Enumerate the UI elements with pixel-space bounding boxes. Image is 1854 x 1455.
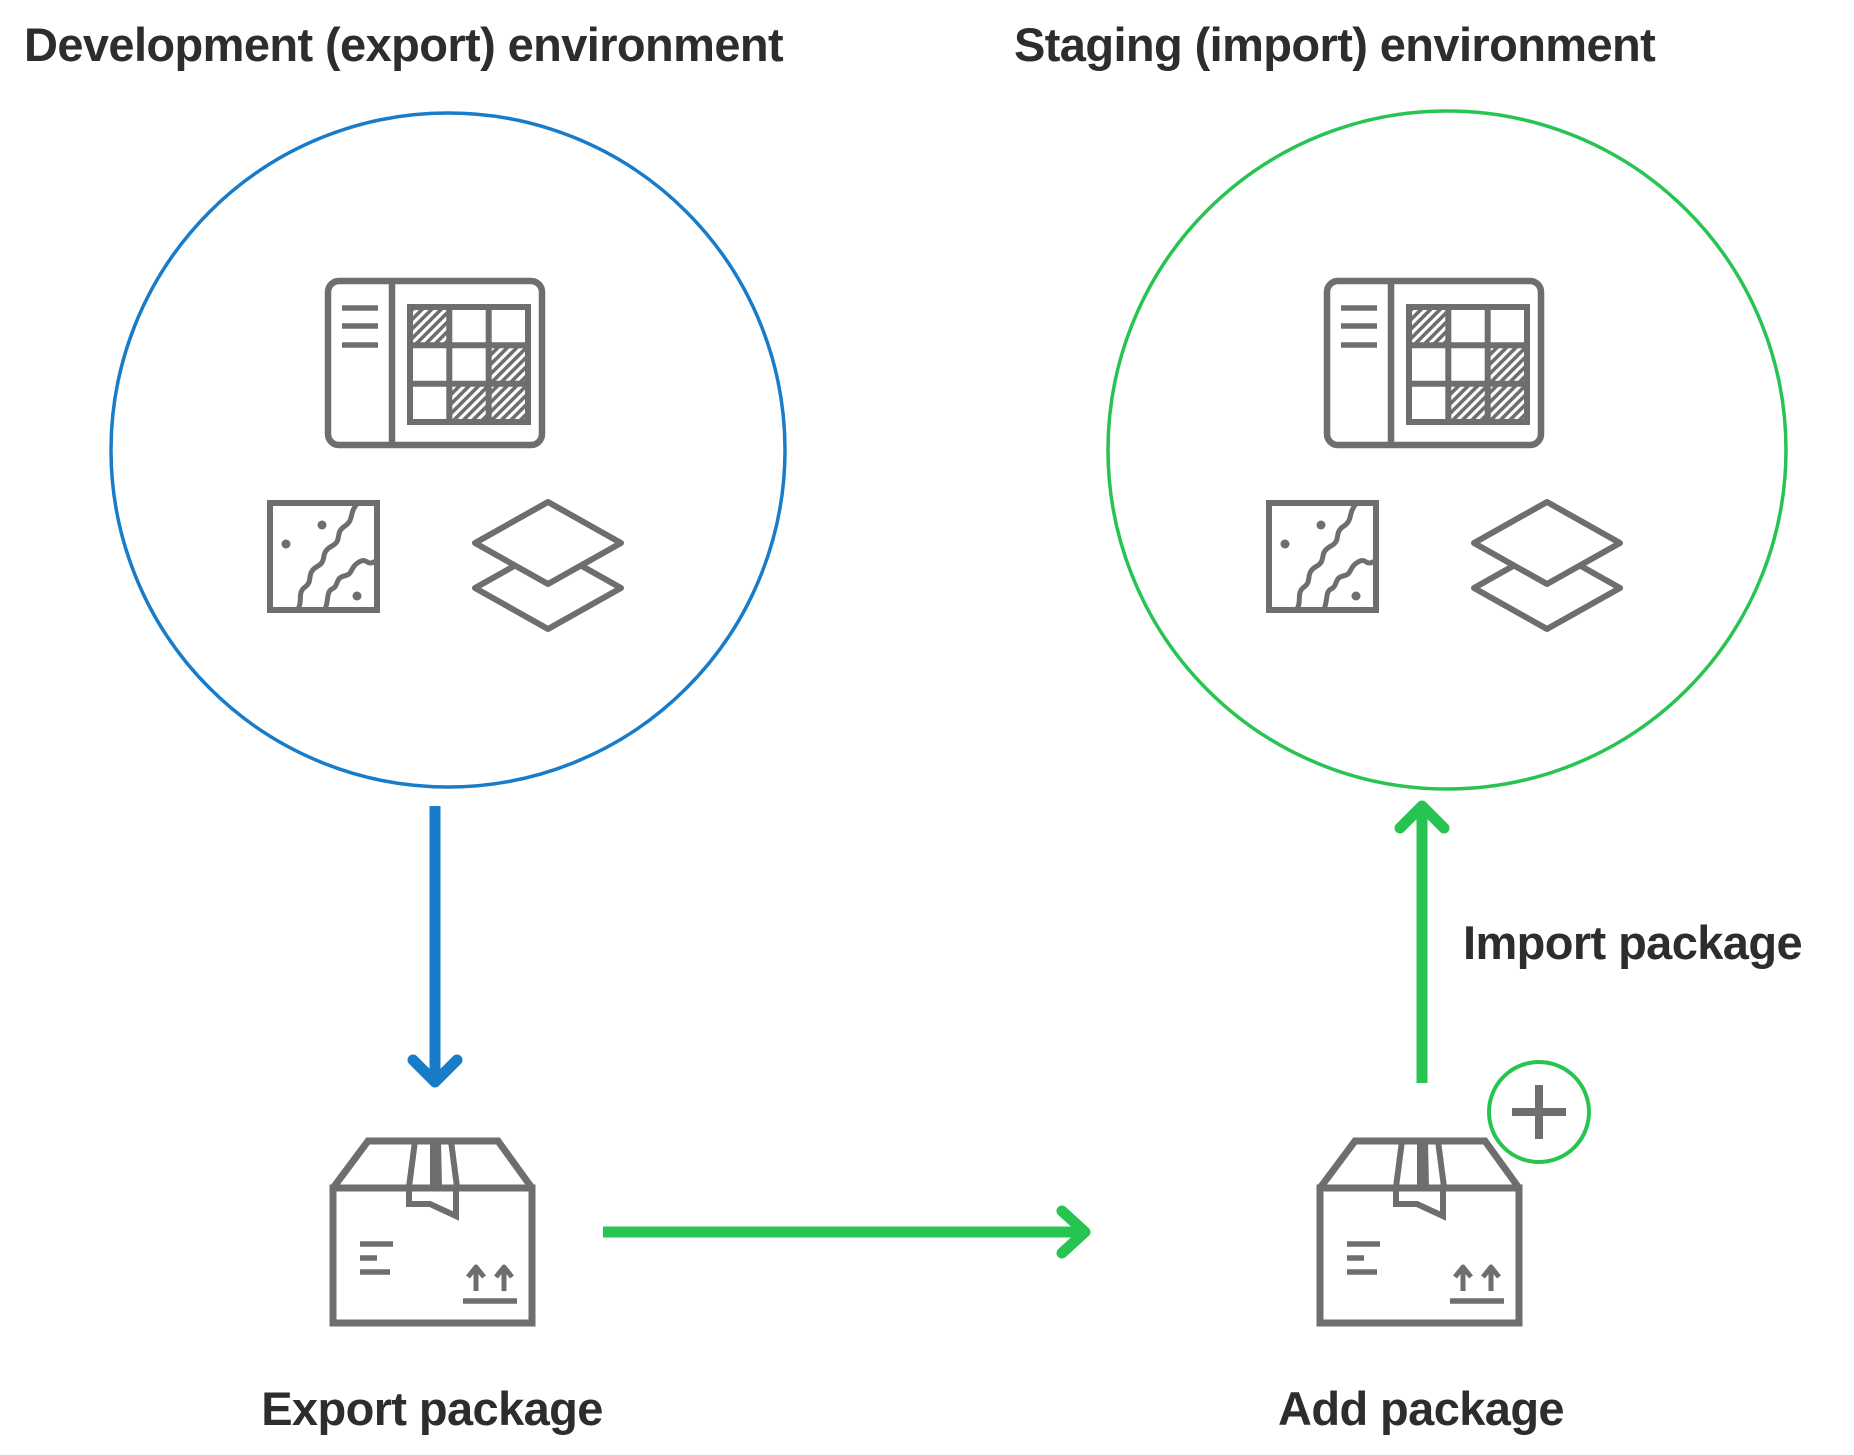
import-up-arrow-icon	[1394, 800, 1450, 1083]
export-package-icon	[333, 1141, 532, 1323]
staging-environment	[1106, 109, 1788, 791]
staging-environment-circle	[1106, 109, 1788, 791]
add-package-icon	[1320, 1141, 1519, 1323]
development-environment-circle	[109, 111, 787, 789]
dashboard-icon	[1327, 281, 1541, 445]
dashboard-icon	[328, 281, 542, 445]
add-package-label: Add package	[1278, 1382, 1565, 1435]
plus-icon	[1512, 1085, 1566, 1139]
layers-icon	[475, 502, 621, 629]
import-package-label: Import package	[1463, 916, 1803, 969]
layers-icon	[1474, 502, 1620, 629]
export-package-label: Export package	[261, 1382, 603, 1435]
map-icon	[270, 503, 377, 610]
development-environment	[109, 111, 787, 789]
development-environment-title: Development (export) environment	[24, 18, 784, 71]
map-icon	[1269, 503, 1376, 610]
transfer-right-arrow-icon	[603, 1205, 1091, 1259]
export-down-arrow-icon	[407, 806, 463, 1088]
add-plus-badge	[1487, 1060, 1591, 1164]
staging-environment-title: Staging (import) environment	[1014, 18, 1656, 71]
